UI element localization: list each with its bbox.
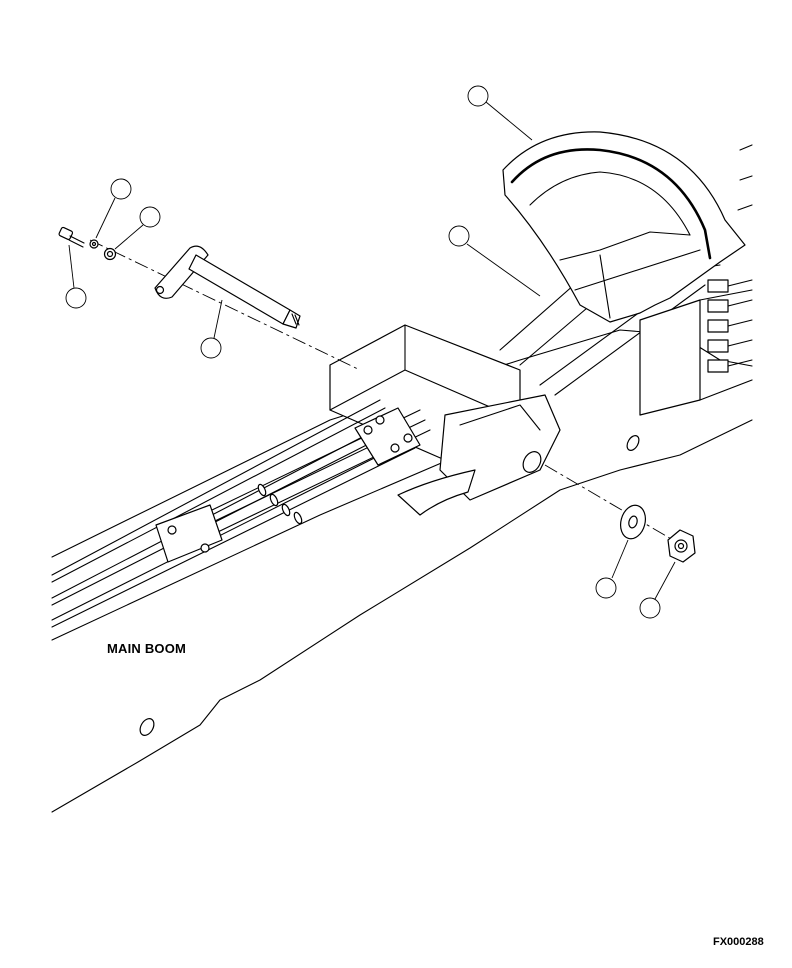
- pin: [154, 245, 301, 329]
- callout-screw: [65, 244, 87, 309]
- callout-washer-small: [95, 178, 132, 239]
- callout-upper-boom: [448, 225, 541, 297]
- figure-id-label: FX000288: [713, 936, 764, 948]
- nut: [667, 529, 696, 563]
- flat-washer: [620, 504, 646, 540]
- hose-clamp: [155, 504, 223, 563]
- callout-pin: [200, 299, 223, 359]
- hose-couplers: [257, 483, 303, 525]
- callout-nut: [639, 561, 676, 619]
- hose-clamp: [354, 407, 421, 466]
- boom-hole: [139, 718, 155, 736]
- guard: [502, 131, 753, 323]
- lock-washer: [103, 247, 117, 261]
- hose-bundle: [51, 399, 431, 628]
- upper-boom: [499, 257, 753, 416]
- washer-small: [89, 239, 99, 249]
- boom-hole: [626, 435, 640, 451]
- hose-fittings: [707, 279, 753, 373]
- main-boom-label: MAIN BOOM: [107, 641, 187, 656]
- pin-hole: [522, 451, 542, 473]
- screw: [58, 226, 85, 248]
- callout-guard: [467, 85, 533, 141]
- boom-bracket: [329, 324, 561, 516]
- callout-flat-washer: [595, 539, 629, 599]
- center-lines: [89, 239, 691, 551]
- callout-lock-washer: [114, 206, 161, 250]
